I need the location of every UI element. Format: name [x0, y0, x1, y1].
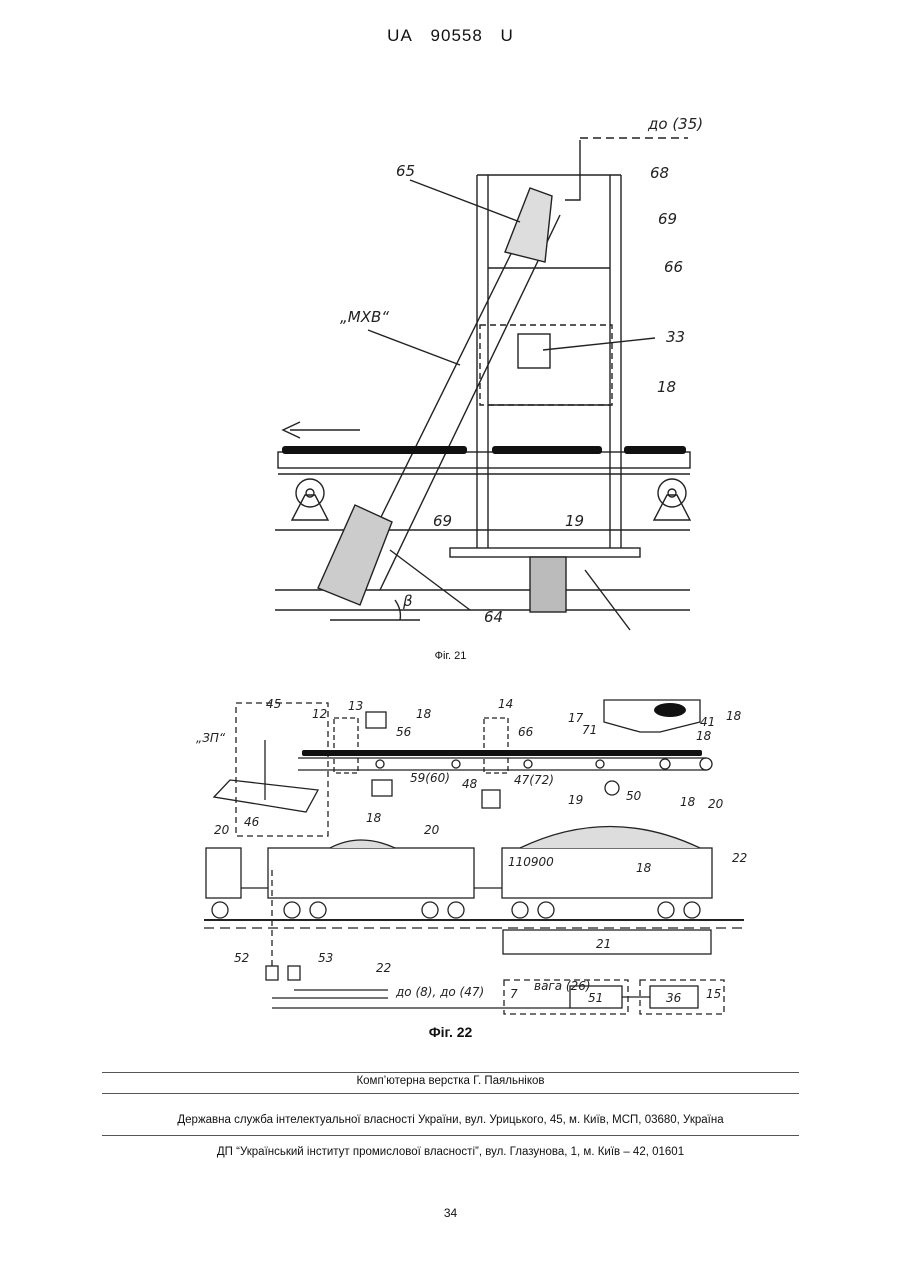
label-59-60: 59(60) [410, 771, 450, 785]
block-13 [334, 718, 358, 773]
label-18-b: 18 [726, 709, 742, 723]
label-51: 51 [588, 991, 603, 1005]
wagon-left [206, 848, 241, 898]
roller-5 [660, 759, 670, 769]
footer-rule-2 [102, 1093, 799, 1094]
label-56: 56 [396, 725, 412, 739]
label-14: 14 [498, 697, 513, 711]
footer-rule-3 [102, 1135, 799, 1136]
label-22-b: 22 [732, 851, 747, 865]
label-20-b: 20 [424, 823, 440, 837]
label-71: 71 [582, 723, 597, 737]
label-20-c: 20 [708, 797, 724, 811]
roller-1 [376, 760, 384, 768]
label-21: 21 [596, 937, 611, 951]
roller-3 [524, 760, 532, 768]
figure-22-drawing: „ЗП“ 45 12 13 56 18 14 66 17 71 41 18 18… [0, 0, 901, 1020]
label-18-a: 18 [416, 707, 432, 721]
sensor-53 [288, 966, 300, 980]
page-number: 34 [0, 1206, 901, 1220]
wagon-wheels [212, 902, 700, 918]
footer-rule-1 [102, 1072, 799, 1073]
falling-load [330, 840, 395, 848]
label-18-e: 18 [636, 861, 652, 875]
chute-3p [214, 780, 318, 812]
figure-22-caption: Фіг. 22 [0, 1024, 901, 1040]
roller-4 [596, 760, 604, 768]
label-53: 53 [318, 951, 333, 965]
wagon-number: 110900 [508, 855, 554, 869]
label-46: 46 [244, 815, 260, 829]
label-19: 19 [568, 793, 583, 807]
camera-56 [366, 712, 386, 728]
label-36: 36 [666, 991, 682, 1005]
camera-59 [372, 780, 392, 796]
label-66: 66 [518, 725, 534, 739]
label-13: 13 [348, 699, 363, 713]
label-50: 50 [626, 789, 642, 803]
label-41: 41 [700, 715, 715, 729]
label-3p: „ЗП“ [196, 731, 226, 745]
label-48: 48 [462, 777, 478, 791]
label-45: 45 [266, 697, 281, 711]
label-12: 12 [312, 707, 327, 721]
camera-47 [482, 790, 500, 808]
label-18-f: 18 [366, 811, 382, 825]
conveyor-head-pulley [700, 758, 712, 770]
label-20-a: 20 [214, 823, 230, 837]
footer-layout: Комп’ютерна верстка Г. Паяльніков [0, 1075, 901, 1087]
sensor-52 [266, 966, 278, 980]
roller-2 [452, 760, 460, 768]
block-14 [484, 718, 508, 773]
footer-office-address: Державна служба інтелектуальної власност… [0, 1114, 901, 1126]
hopper-17 [604, 700, 700, 732]
label-47-72: 47(72) [514, 773, 554, 787]
sensor-50 [605, 781, 619, 795]
label-to-8-47: до (8), до (47) [395, 985, 484, 999]
label-15: 15 [706, 987, 721, 1001]
footer-institute-address: ДП “Український інститут промислової вла… [0, 1146, 901, 1158]
label-vaga: вага (26) [534, 979, 591, 993]
label-18-c: 18 [696, 729, 712, 743]
wagon-load [520, 827, 700, 849]
label-22-a: 22 [376, 961, 391, 975]
label-18-d: 18 [680, 795, 696, 809]
wagon-middle [268, 848, 474, 898]
label-7: 7 [510, 987, 518, 1001]
label-52: 52 [234, 951, 249, 965]
